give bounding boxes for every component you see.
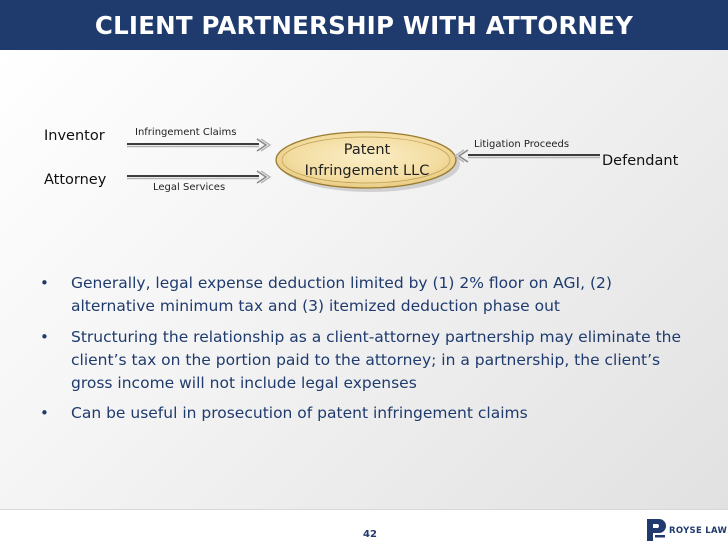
royse-law-logo: ROYSE LAW [645,517,728,543]
page-number: 42 [363,529,377,540]
llc-label: Patent Infringement LLC [283,140,451,182]
llc-oval [275,131,457,189]
slide-content [0,50,728,510]
infringement-claims-label: Infringement Claims [135,127,237,138]
royse-law-logo-icon [647,519,666,541]
bullet-text: Generally, legal expense deduction limit… [71,274,612,315]
bullet-text: Can be useful in prosecution of patent i… [71,404,528,422]
llc-label-line2: Infringement LLC [304,163,430,179]
inventor-label: Inventor [44,128,105,144]
attorney-label: Attorney [44,172,107,188]
legal-services-label: Legal Services [153,182,226,193]
slide-title: CLIENT PARTNERSHIP WITH ATTORNEY [94,11,634,40]
logo-text: ROYSE LAW [669,526,728,536]
litigation-proceeds-arrow [453,149,600,163]
bullet-item: • Generally, legal expense deduction lim… [38,272,698,318]
bullet-dot-icon: • [40,274,49,292]
defendant-label: Defendant [602,153,679,169]
llc-label-line1: Patent [343,142,391,158]
footer-divider [0,509,728,510]
bullet-item: • Can be useful in prosecution of patent… [38,402,698,425]
llc-oval-inner-ring [281,136,451,184]
bullet-text: Structuring the relationship as a client… [71,327,682,392]
bullet-item: • Structuring the relationship as a clie… [38,326,698,395]
slide-footer [0,510,728,546]
infringement-claims-arrow [127,138,272,152]
bullet-dot-icon: • [40,327,49,346]
bullet-list: • Generally, legal expense deduction lim… [38,272,698,433]
bullet-dot-icon: • [40,404,49,422]
legal-services-arrow [127,170,272,184]
litigation-proceeds-label: Litigation Proceeds [474,139,570,150]
title-bar [0,0,728,50]
